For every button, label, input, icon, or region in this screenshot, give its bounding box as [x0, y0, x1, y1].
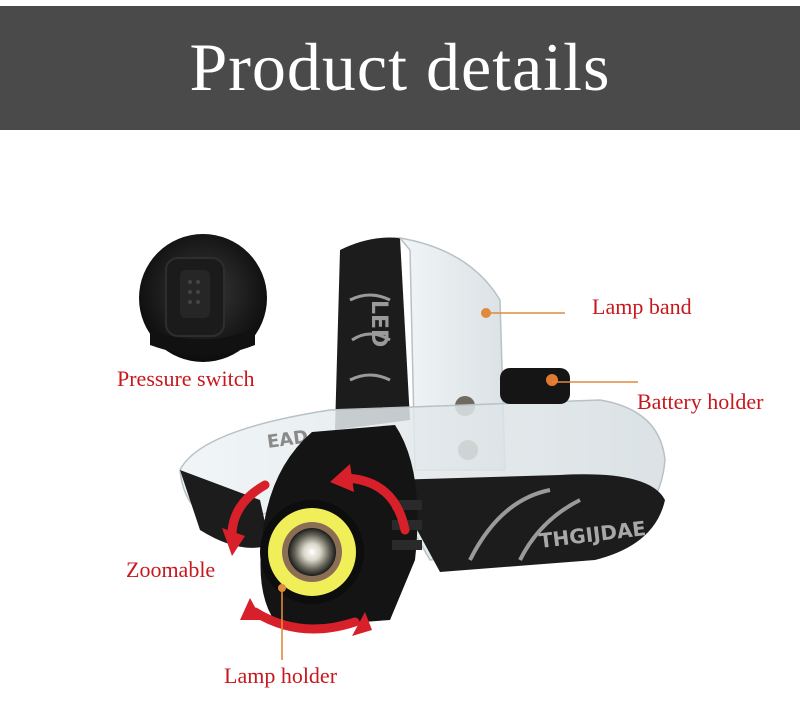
lamp-holder-label: Lamp holder	[224, 663, 338, 688]
zoomable-label: Zoomable	[126, 557, 216, 582]
pressure-switch-inset	[139, 234, 267, 362]
lamp-body	[260, 425, 422, 628]
strap-print-top: LED	[366, 300, 391, 347]
header-banner: Product details	[0, 6, 800, 130]
page-title: Product details	[189, 29, 611, 105]
pressure-switch-label: Pressure switch	[117, 366, 255, 391]
zoom-lens	[288, 528, 336, 576]
arrow-heads	[222, 464, 372, 636]
leader-lines	[278, 308, 638, 660]
lamp-band-label: Lamp band	[592, 294, 692, 319]
battery-holder-label: Battery holder	[637, 389, 764, 414]
head-band: THGIJDAE EAD	[179, 368, 666, 572]
